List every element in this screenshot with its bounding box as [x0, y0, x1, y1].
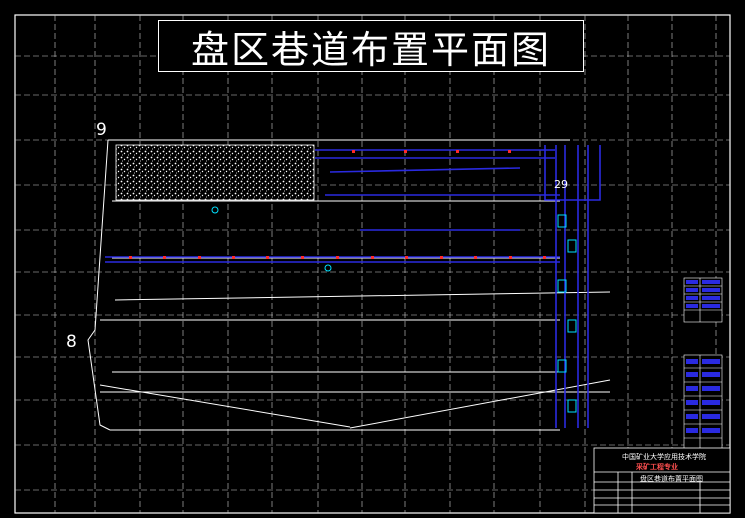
shaft-features: [211, 206, 577, 413]
coordinate-grid: [15, 15, 730, 513]
point-label-29: 29: [554, 178, 568, 191]
drawing-title-box: 盘区巷道布置平面图: [158, 20, 584, 72]
sheet-frame: [14, 14, 731, 514]
title-block-drawing-name: 盘区巷道布置平面图: [640, 475, 703, 483]
goaf-hatched-area: [115, 144, 315, 201]
title-block-dept: 采矿工程专业: [636, 463, 678, 471]
title-block: [593, 447, 731, 514]
roadway-markers: [129, 150, 546, 259]
point-label-9: 9: [96, 120, 107, 140]
panel-boundary: [87, 139, 611, 431]
legend-swatches: [686, 280, 720, 433]
point-label-8: 8: [66, 332, 77, 352]
roadways: [105, 145, 601, 428]
drawing-title: 盘区巷道布置平面图: [190, 27, 551, 72]
title-block-org: 中国矿业大学应用技术学院: [622, 453, 706, 461]
